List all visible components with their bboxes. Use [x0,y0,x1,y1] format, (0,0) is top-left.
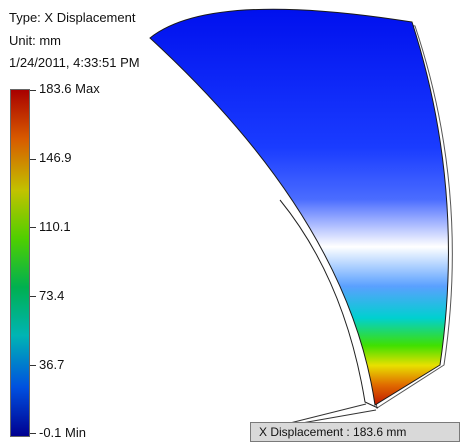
legend-max-label: 183.6 Max [39,81,100,96]
color-legend-bar [10,89,30,437]
legend-tick-label: 110.1 [39,219,71,234]
result-unit-label: Unit: mm [9,33,61,48]
legend-tick [30,365,36,366]
legend-tick [30,433,36,434]
deformed-shell[interactable] [149,8,449,406]
legend-tick-label: 36.7 [39,357,65,372]
legend-tick [30,90,36,91]
result-timestamp-label: 1/24/2011, 4:33:51 PM [9,55,140,70]
legend-tick [30,296,36,297]
legend-tick [30,159,36,160]
legend-tick [30,227,36,228]
legend-min-label: -0.1 Min [39,425,86,440]
legend-tick-label: 146.9 [39,150,72,165]
result-type-label: Type: X Displacement [9,10,136,25]
legend-tick-label: 73.4 [39,288,65,303]
shell-edge [279,199,379,409]
probe-label[interactable]: X Displacement : 183.6 mm [250,422,460,442]
